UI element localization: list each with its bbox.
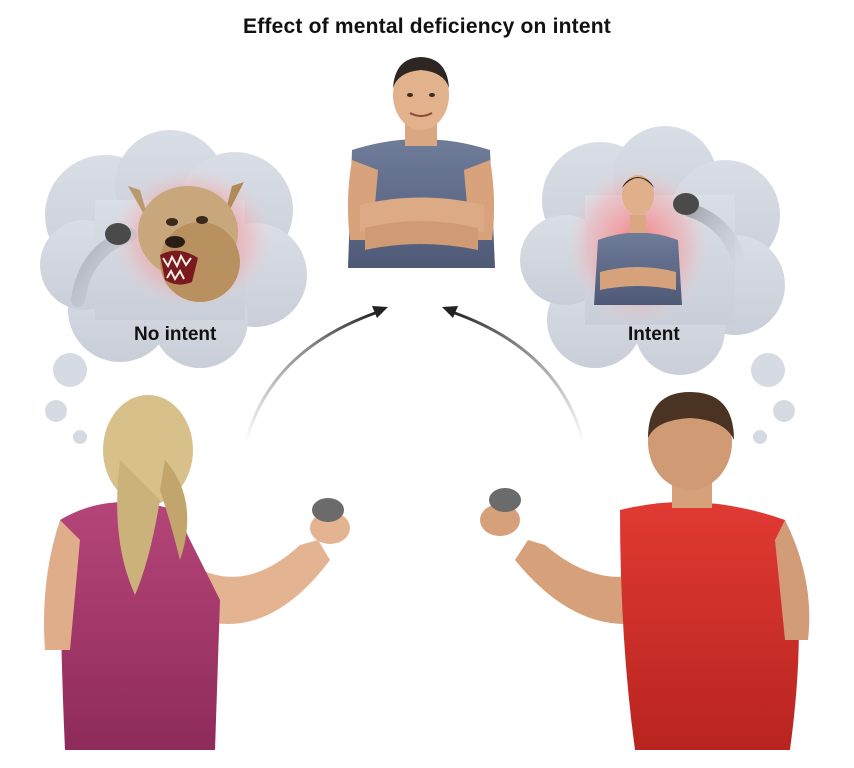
label-no-intent: No intent	[134, 324, 217, 345]
angry-dog-icon	[128, 182, 244, 302]
label-intent: Intent	[628, 324, 680, 345]
thought-bubbles-left	[45, 353, 87, 444]
right-thought-cloud	[520, 126, 795, 444]
right-arrow	[442, 306, 585, 443]
arrowhead-icon	[442, 306, 458, 318]
thought-bubbles-right	[751, 353, 795, 444]
target-man	[347, 57, 495, 268]
arrowhead-icon	[372, 306, 388, 318]
rock-icon	[312, 498, 344, 522]
left-thought-cloud	[40, 130, 307, 444]
diagram-title: Effect of mental deficiency on intent	[243, 15, 611, 38]
rock-icon	[105, 223, 131, 245]
rock-icon	[489, 488, 521, 512]
target-man-small-icon	[594, 175, 682, 305]
man-throwing	[480, 392, 810, 750]
left-arrow	[244, 306, 388, 443]
rock-icon	[673, 193, 699, 215]
woman-throwing	[44, 395, 350, 750]
